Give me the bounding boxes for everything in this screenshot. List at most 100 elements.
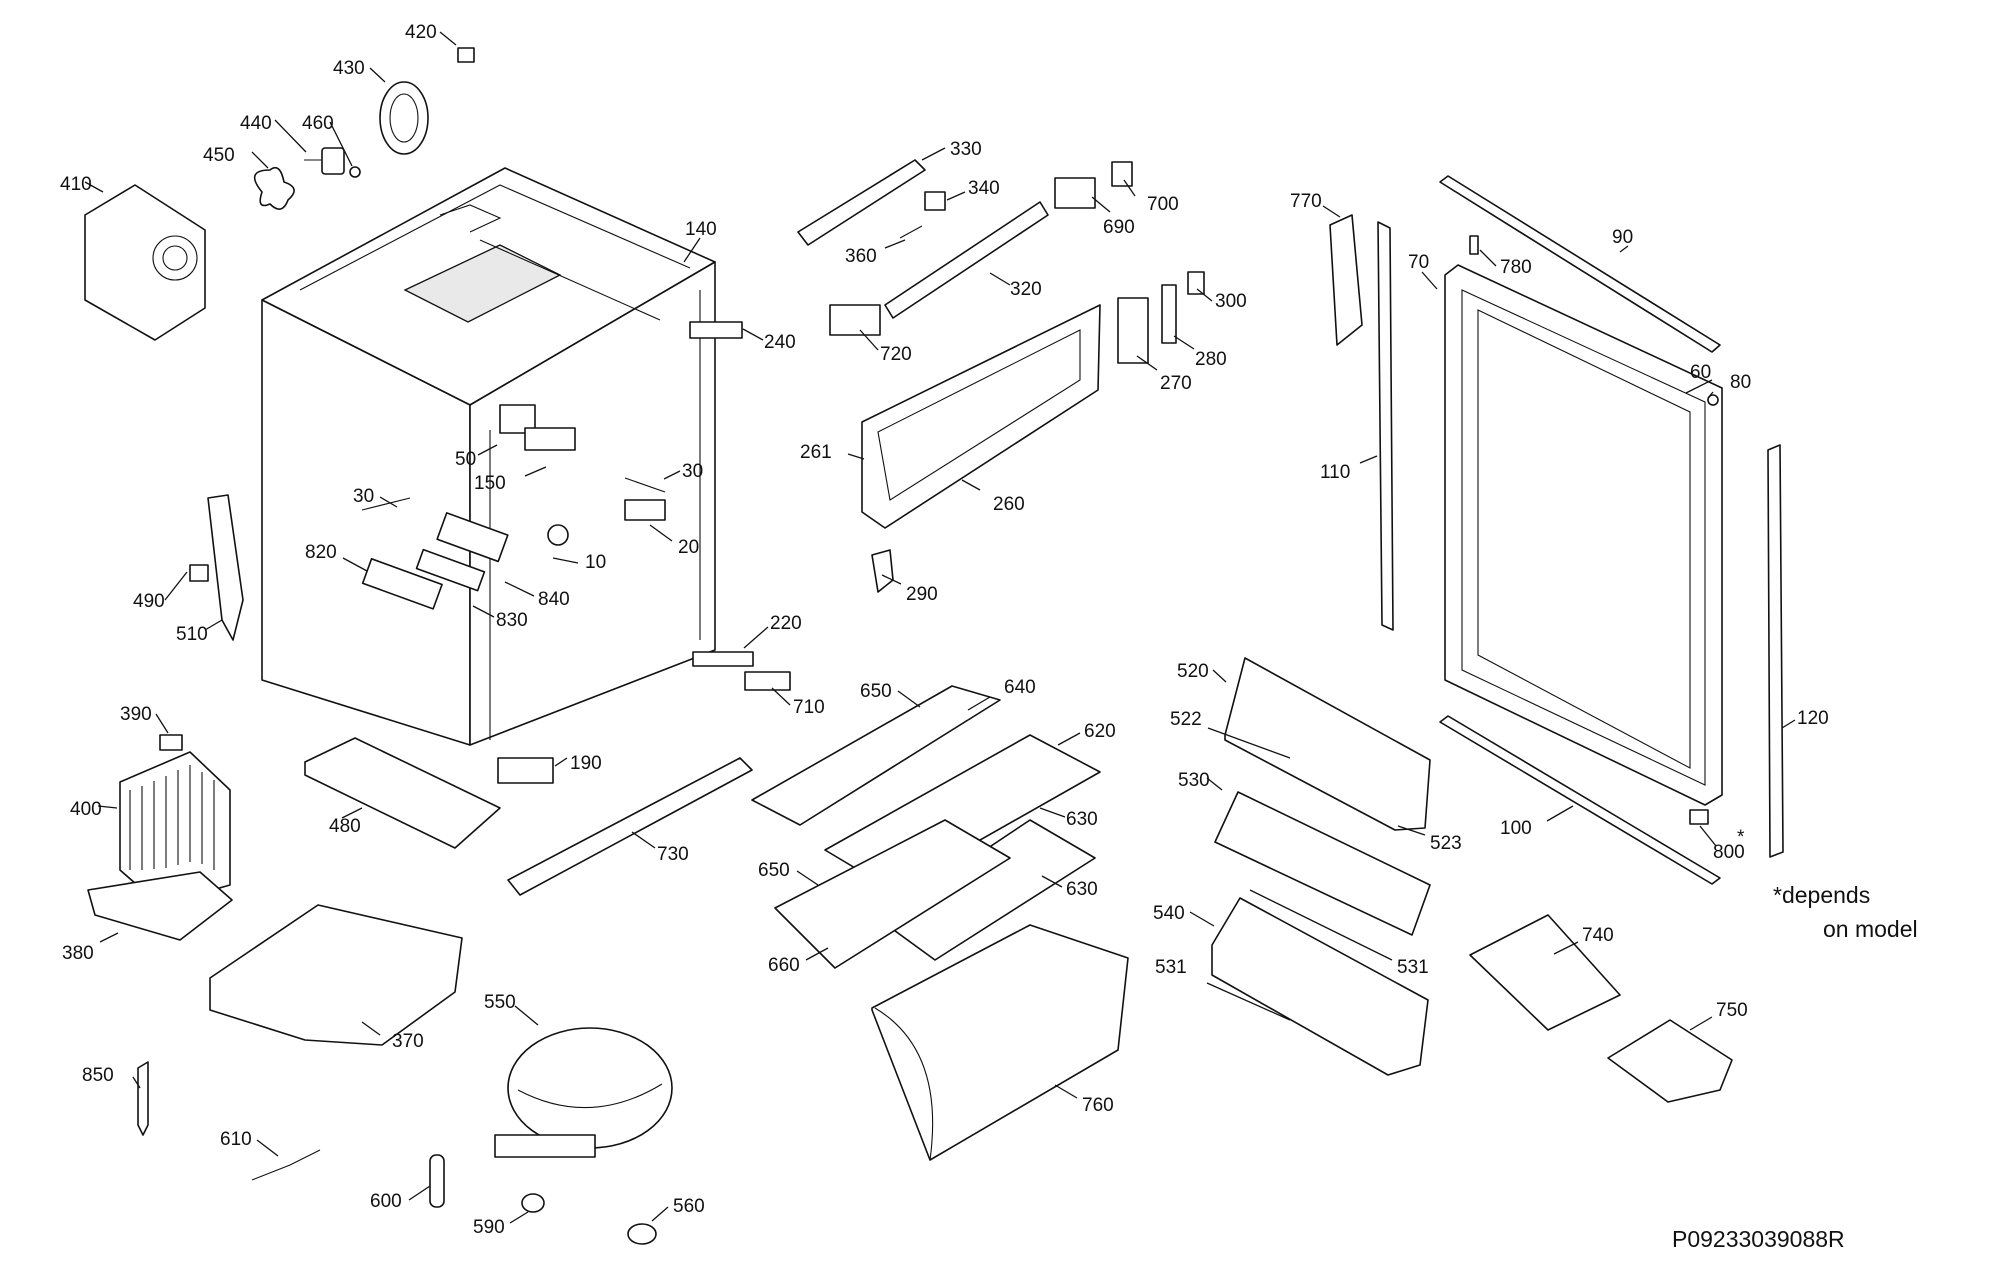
callout-710: 710 xyxy=(793,697,825,718)
part-840-thermostat xyxy=(436,512,509,563)
callout-640: 640 xyxy=(1004,677,1036,698)
callout-360: 360 xyxy=(845,246,877,267)
callout-260: 260 xyxy=(993,494,1025,515)
callout-780: 780 xyxy=(1500,257,1532,278)
callout-490: 490 xyxy=(133,591,165,612)
callout-320: 320 xyxy=(1010,279,1042,300)
part-750-ice-tray xyxy=(1607,1019,1733,1103)
callout-830: 830 xyxy=(496,610,528,631)
part-330-control-unit xyxy=(797,159,926,246)
part-800-hinge-pin xyxy=(1689,809,1709,825)
callout-523: 523 xyxy=(1430,833,1462,854)
part-560-grommet xyxy=(627,1223,657,1245)
part-770-vent-cover xyxy=(1329,214,1363,346)
part-450-fan-blade xyxy=(253,166,295,210)
callout-820: 820 xyxy=(305,542,337,563)
callout-110: 110 xyxy=(1320,462,1350,483)
part-240-hinge-cover xyxy=(689,321,743,339)
callout-650a: 650 xyxy=(860,681,892,702)
callout-630a: 630 xyxy=(1066,809,1098,830)
callout-850: 850 xyxy=(82,1065,114,1086)
callout-800: 800 xyxy=(1713,842,1745,863)
part-120-side-strip xyxy=(1767,444,1784,858)
part-700-cap xyxy=(1111,161,1133,187)
part-830-control-panel xyxy=(415,548,486,592)
callout-520: 520 xyxy=(1177,661,1209,682)
part-100-bottom-strip xyxy=(1439,715,1721,885)
part-190-hinge xyxy=(497,757,554,784)
part-660-glass-shelf xyxy=(774,819,1011,969)
callout-10: 10 xyxy=(585,552,606,573)
callout-430: 430 xyxy=(333,58,365,79)
part-460-nut xyxy=(349,166,361,178)
callout-460: 460 xyxy=(302,113,334,134)
asterisk-800: * xyxy=(1737,827,1745,848)
callout-740: 740 xyxy=(1582,925,1614,946)
part-400-condenser-coil xyxy=(119,751,231,906)
part-60-door xyxy=(1444,264,1723,806)
callout-400: 400 xyxy=(70,799,102,820)
part-80-screw xyxy=(1707,394,1719,406)
callout-330: 330 xyxy=(950,139,982,160)
part-420-clip xyxy=(457,47,475,63)
callout-650b: 650 xyxy=(758,860,790,881)
part-280-hinge xyxy=(1161,284,1177,344)
callout-30b: 30 xyxy=(682,461,703,482)
parts-artwork xyxy=(84,47,1784,1245)
callout-120: 120 xyxy=(1797,708,1829,729)
part-290-handle xyxy=(871,549,894,593)
leader-lines xyxy=(84,31,1796,1224)
part-260-freezer-door xyxy=(861,304,1101,529)
callout-labels: 10 20 30 30 50 60 70 80 90 100 110 120 1… xyxy=(60,22,1829,1238)
callout-30a: 30 xyxy=(353,486,374,507)
callout-620: 620 xyxy=(1084,721,1116,742)
callout-370: 370 xyxy=(392,1031,424,1052)
callout-420: 420 xyxy=(405,22,437,43)
part-550-compressor xyxy=(494,1027,673,1158)
part-610-power-cord xyxy=(251,1149,321,1181)
callout-730: 730 xyxy=(657,844,689,865)
part-440-fan-motor xyxy=(304,147,345,175)
callout-550: 550 xyxy=(484,992,516,1013)
callout-280: 280 xyxy=(1195,349,1227,370)
callout-140: 140 xyxy=(685,219,717,240)
callout-480: 480 xyxy=(329,816,361,837)
part-740-egg-tray xyxy=(1469,914,1621,1031)
part-300-clip xyxy=(1187,271,1205,295)
callout-20: 20 xyxy=(678,537,699,558)
callout-540: 540 xyxy=(1153,903,1185,924)
part-480-base-tray xyxy=(304,737,501,849)
part-360-cable xyxy=(899,225,923,239)
callout-760: 760 xyxy=(1082,1095,1114,1116)
part-540-door-shelf xyxy=(1211,897,1429,1076)
part-520-dairy-compartment xyxy=(1224,657,1431,831)
callout-440: 440 xyxy=(240,113,272,134)
part-270-panel xyxy=(1117,297,1149,364)
part-140-cabinet xyxy=(261,167,716,746)
part-150-hinge xyxy=(524,427,576,451)
part-370-evaporator-tray xyxy=(209,904,463,1046)
callout-450: 450 xyxy=(203,145,235,166)
part-410-fan-cover xyxy=(84,184,206,341)
callout-630b: 630 xyxy=(1066,879,1098,900)
callout-290: 290 xyxy=(906,584,938,605)
callout-150: 150 xyxy=(474,473,506,494)
callout-600: 600 xyxy=(370,1191,402,1212)
callout-60: 60 xyxy=(1690,362,1711,383)
callout-70: 70 xyxy=(1408,252,1429,273)
part-110-side-strip xyxy=(1377,221,1394,631)
callout-80: 80 xyxy=(1730,372,1751,393)
callout-522: 522 xyxy=(1170,709,1202,730)
part-690-cover xyxy=(1054,177,1096,209)
callout-590: 590 xyxy=(473,1217,505,1238)
part-50-hinge-bracket xyxy=(499,404,536,434)
callout-240: 240 xyxy=(764,332,796,353)
callout-840: 840 xyxy=(538,589,570,610)
callout-690: 690 xyxy=(1103,217,1135,238)
callout-380: 380 xyxy=(62,943,94,964)
part-600-capacitor xyxy=(429,1154,445,1208)
part-720-bracket xyxy=(829,304,881,336)
callout-340: 340 xyxy=(968,178,1000,199)
callout-770: 770 xyxy=(1290,191,1322,212)
